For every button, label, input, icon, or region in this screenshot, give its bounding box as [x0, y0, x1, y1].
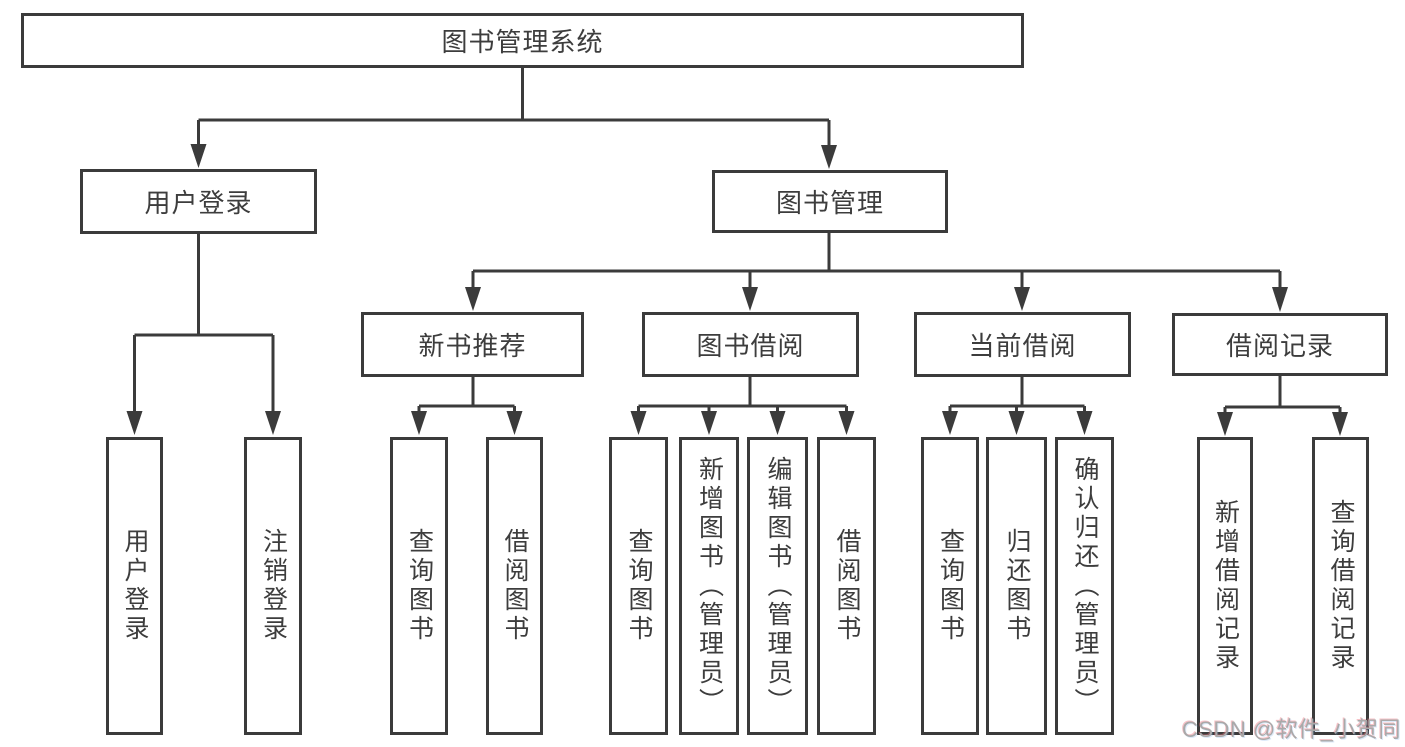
leaf-user-login: 用户登录 [106, 437, 163, 735]
leaf-borrowing-borrow-books-label: 借阅图书 [833, 528, 861, 644]
leaf-newbook-borrow-books: 借阅图书 [486, 437, 543, 735]
leaf-current-query-books: 查询图书 [921, 437, 979, 735]
leaf-newbook-borrow-books-label: 借阅图书 [501, 528, 529, 644]
leaf-current-query-books-label: 查询图书 [936, 528, 965, 644]
leaf-borrowing-borrow-books: 借阅图书 [817, 437, 876, 735]
leaf-current-confirm-return-admin-label: 确认归还（管理员） [1071, 455, 1099, 717]
node-book-management-module: 图书管理 [712, 170, 948, 233]
leaf-newbook-query-books-label: 查询图书 [405, 528, 434, 644]
leaf-records-add-record-label: 新增借阅记录 [1211, 499, 1240, 673]
node-user-login-label: 用户登录 [144, 188, 253, 218]
leaf-logout: 注销登录 [244, 437, 302, 735]
leaf-current-return-books: 归还图书 [986, 437, 1047, 735]
node-root-system: 图书管理系统 [21, 13, 1024, 68]
node-new-book-recommend: 新书推荐 [361, 312, 584, 377]
leaf-records-query-record-label: 查询借阅记录 [1327, 499, 1355, 673]
leaf-borrowing-edit-books-admin-label: 编辑图书（管理员） [764, 455, 792, 717]
node-book-borrowing-label: 图书借阅 [696, 331, 805, 361]
node-book-borrowing: 图书借阅 [642, 312, 859, 377]
leaf-logout-label: 注销登录 [259, 528, 288, 644]
node-new-book-recommend-label: 新书推荐 [418, 331, 527, 361]
node-current-borrowing: 当前借阅 [914, 312, 1131, 377]
leaf-borrowing-query-books: 查询图书 [609, 437, 668, 735]
node-book-management-label: 图书管理 [775, 188, 884, 218]
node-user-login-module: 用户登录 [80, 169, 317, 234]
node-root-label: 图书管理系统 [441, 27, 604, 57]
node-current-borrowing-label: 当前借阅 [968, 331, 1077, 361]
leaf-records-query-record: 查询借阅记录 [1312, 437, 1369, 735]
node-borrow-records-label: 借阅记录 [1225, 331, 1334, 361]
node-borrow-records: 借阅记录 [1172, 313, 1388, 376]
leaf-newbook-query-books: 查询图书 [390, 437, 448, 735]
leaf-borrowing-add-books-admin: 新增图书（管理员） [679, 437, 739, 735]
leaf-records-add-record: 新增借阅记录 [1197, 437, 1253, 735]
leaf-borrowing-add-books-admin-label: 新增图书（管理员） [695, 455, 724, 717]
leaf-user-login-label: 用户登录 [121, 528, 149, 644]
csdn-watermark: CSDN @软件_小贺同学 [1182, 717, 1402, 742]
leaf-borrowing-edit-books-admin: 编辑图书（管理员） [747, 437, 808, 735]
leaf-borrowing-query-books-label: 查询图书 [625, 528, 653, 644]
leaf-current-confirm-return-admin: 确认归还（管理员） [1055, 437, 1114, 735]
leaf-current-return-books-label: 归还图书 [1003, 528, 1031, 644]
